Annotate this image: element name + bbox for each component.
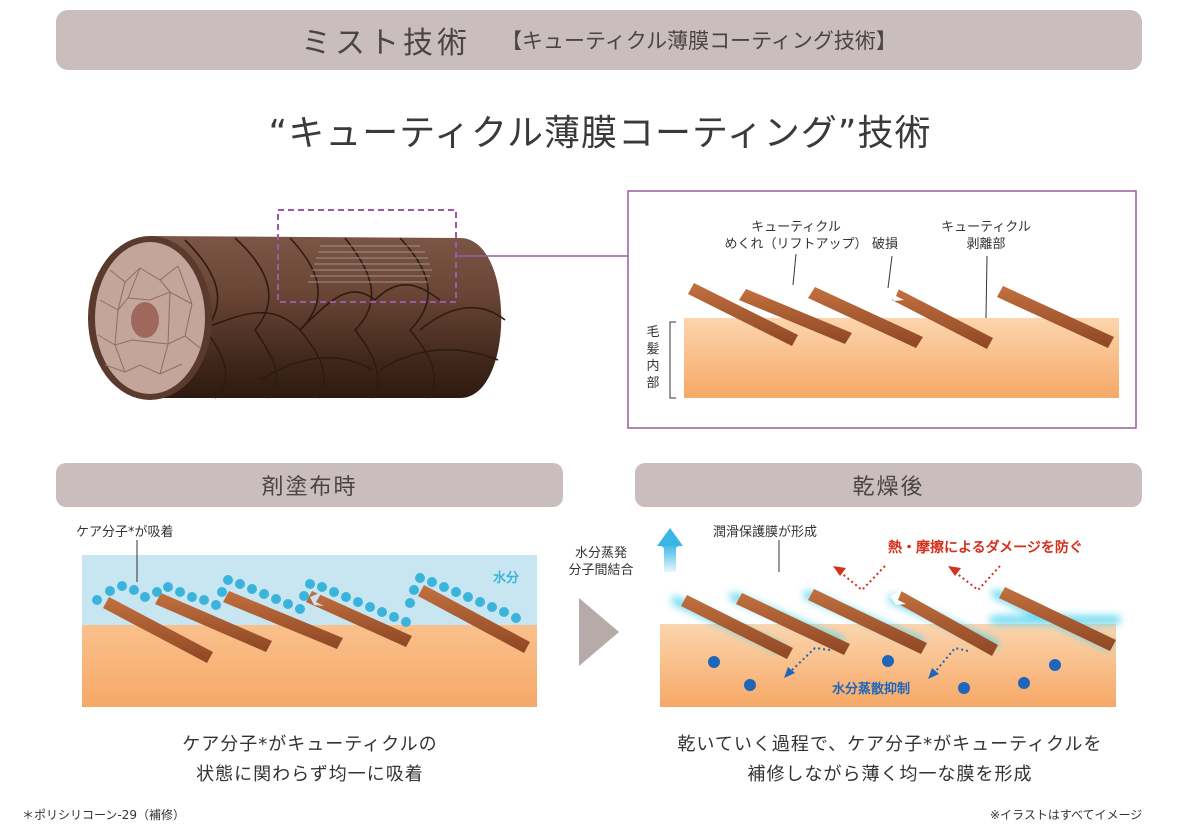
zoom-damage-notch (888, 286, 904, 301)
hair-cortex-cells (97, 265, 201, 375)
evaporation-arrow (659, 544, 681, 572)
banner-subtitle: 【キューティクル薄膜コーティング技術】 (501, 29, 897, 53)
caption-application-line2: 状態に関わらず均一に吸着 (196, 764, 424, 785)
right-cuticles (681, 587, 1116, 659)
hair-strand-illustration (88, 236, 506, 400)
footnote-image-notice: ※イラストはすべてイメージ (990, 808, 1143, 822)
left-damage-notch (310, 592, 324, 606)
right-protect-arrows (839, 565, 1001, 592)
label-hair-interior-char4: 部 (646, 376, 660, 391)
label-evaporation-line1: 水分蒸発 (574, 546, 627, 561)
section-bar-after-drying: 乾燥後 (635, 463, 1142, 507)
label-cuticle-lift-line1: キューティクル (751, 220, 841, 235)
label-cuticle-peel-line2: 剥離部 (966, 237, 1006, 252)
title-banner: ミスト技術 【キューティクル薄膜コーティング技術】 (56, 10, 1142, 70)
caption-application-line1: ケア分子*がキューティクルの (182, 734, 438, 755)
left-cuticles (103, 585, 530, 663)
zoom-cuticles (688, 283, 1114, 349)
right-suppress-arrows (789, 646, 969, 673)
right-damage-notch (890, 590, 906, 605)
label-cuticle-peel-line1: キューティクル (941, 220, 1031, 235)
right-water-molecules (708, 655, 1061, 694)
label-evaporation: 水分蒸発 分子間結合 (560, 545, 642, 579)
label-water: 水分 (493, 571, 520, 586)
label-cuticle-peel: キューティクル 剥離部 (934, 219, 1038, 253)
label-care-molecule: ケア分子*が吸着 (76, 525, 174, 540)
label-hair-interior-char3: 内 (646, 359, 660, 374)
page-heading: “キューティクル薄膜コーティング”技術 (268, 113, 932, 154)
label-damage: 破損 (872, 237, 899, 252)
process-arrow (579, 598, 619, 666)
label-hair-interior: 毛 髪 内 部 (645, 324, 661, 392)
label-hair-interior-char1: 毛 (646, 325, 660, 340)
zoom-panel (627, 190, 1137, 429)
label-cuticle-lift-line2: めくれ（リフトアップ） (724, 237, 868, 252)
left-illustration (82, 540, 537, 707)
hair-medulla (131, 302, 159, 338)
section-bar-application: 剤塗布時 (56, 463, 563, 507)
label-cuticle-lift: キューティクル めくれ（リフトアップ） (722, 219, 870, 253)
hair-zoom-stripes (308, 245, 432, 283)
banner-title: ミスト技術 (301, 26, 472, 61)
label-hair-interior-char2: 髪 (646, 342, 660, 357)
caption-after-drying-line1: 乾いていく過程で、ケア分子*がキューティクルを (677, 734, 1103, 755)
label-evaporation-suppression: 水分蒸散抑制 (832, 682, 911, 697)
right-illustration (657, 528, 1121, 707)
left-care-molecules (92, 573, 521, 627)
label-damage-protection: 熱・摩擦によるダメージを防ぐ (888, 540, 1083, 556)
caption-after-drying: 乾いていく過程で、ケア分子*がキューティクルを 補修しながら薄く均一な膜を形成 (640, 730, 1140, 790)
label-protective-film: 潤滑保護膜が形成 (713, 525, 818, 540)
zoom-leader-lines (669, 253, 988, 399)
footnote-ingredient: ＊ポリシリコーン-29（補修） (22, 808, 186, 822)
caption-application: ケア分子*がキューティクルの 状態に関わらず均一に吸着 (70, 730, 550, 790)
label-evaporation-line2: 分子間結合 (568, 563, 634, 578)
caption-after-drying-line2: 補修しながら薄く均一な膜を形成 (747, 764, 1033, 785)
